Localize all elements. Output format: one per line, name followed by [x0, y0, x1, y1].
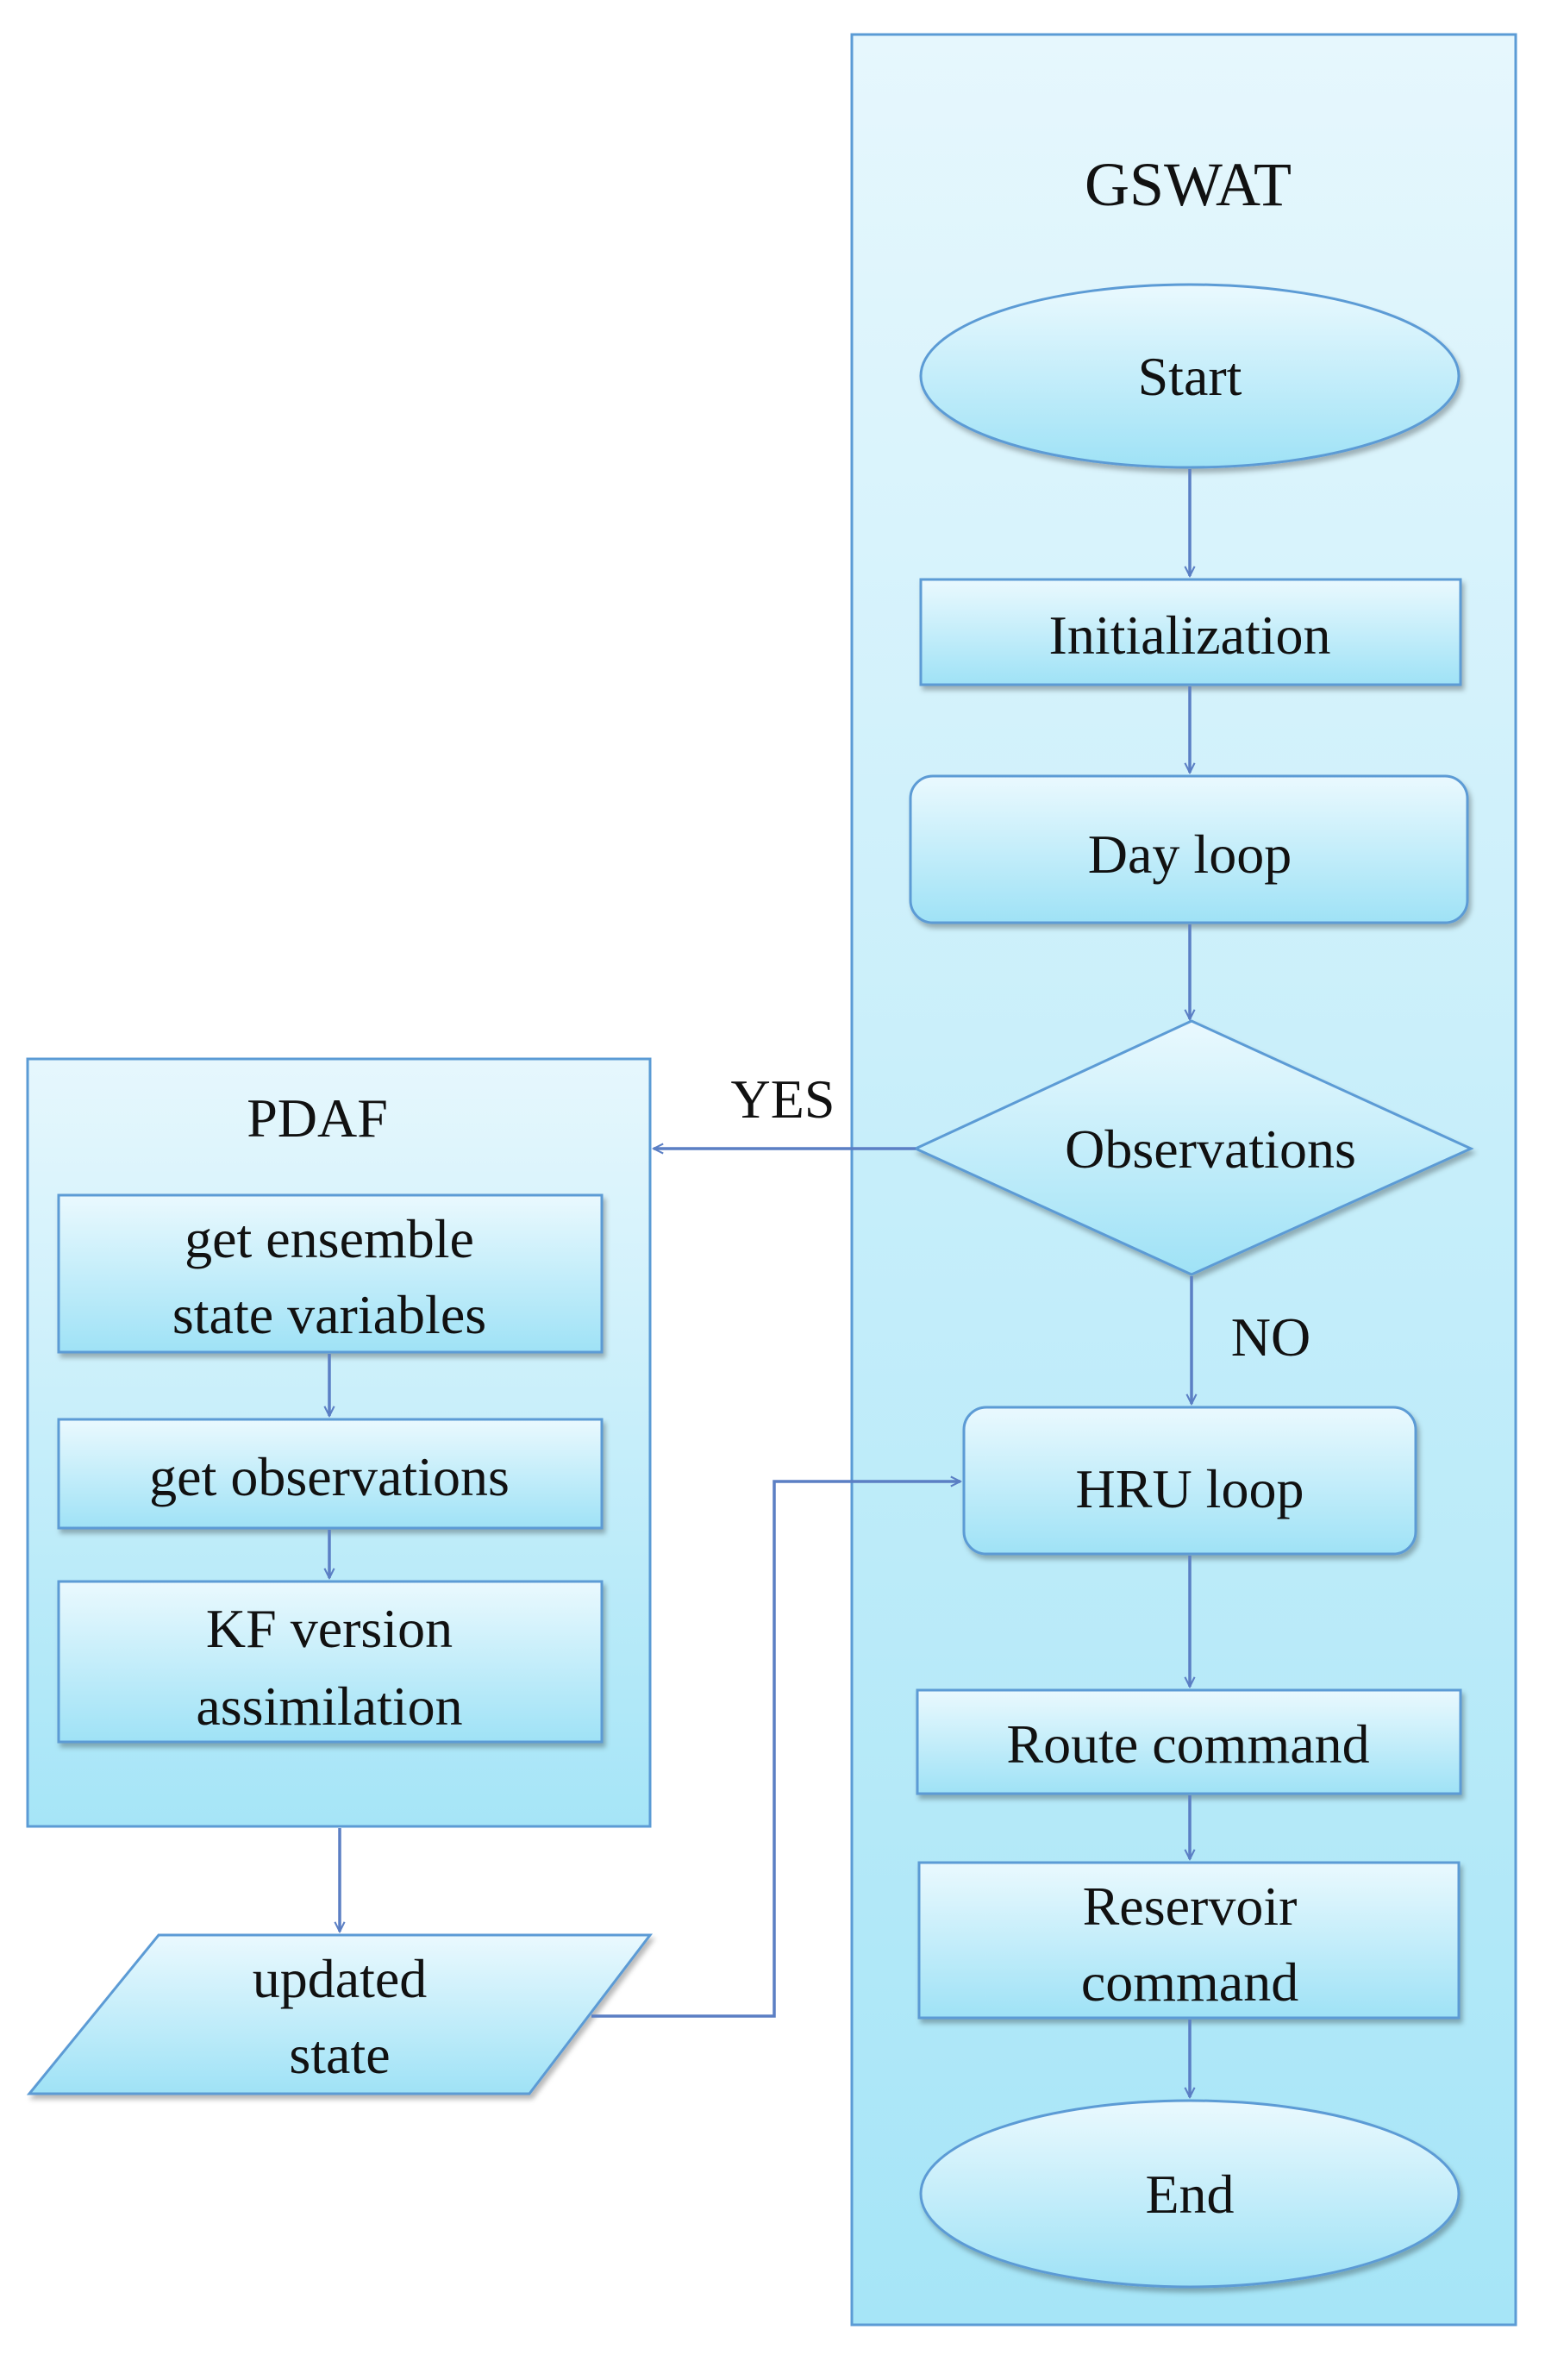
arrow-updated-state-to-hru-loop: [591, 1481, 960, 2018]
route-command-label: Route command: [1006, 1713, 1369, 1775]
initialization-node: [919, 578, 1462, 686]
end-label: End: [1145, 2164, 1234, 2225]
reservoir-command-label-line1: Reservoir: [1083, 1876, 1298, 1937]
updated-state-node: [26, 1933, 654, 2095]
start-node: [919, 283, 1461, 469]
reservoir-command-label-line2: command: [1081, 1951, 1298, 2013]
kf-version-label-line1: KF version: [206, 1598, 453, 1659]
observations-label: Observations: [1065, 1118, 1356, 1180]
day-loop-label: Day loop: [1088, 824, 1292, 885]
end-node: [919, 2099, 1461, 2289]
hru-loop-label: HRU loop: [1076, 1458, 1304, 1519]
updated-state-label-line1: updated: [253, 1948, 428, 2009]
gswat-title: GSWAT: [1085, 150, 1292, 219]
pdaf-title: PDAF: [247, 1087, 388, 1149]
day-loop-node: [909, 774, 1469, 924]
start-label: Start: [1138, 346, 1242, 407]
get-ensemble-node: [57, 1193, 604, 1354]
yes-edge-label: YES: [731, 1068, 835, 1130]
get-observations-node: [57, 1418, 604, 1530]
route-command-node: [916, 1688, 1462, 1795]
initialization-label: Initialization: [1049, 604, 1331, 666]
flow-arrows: [329, 469, 1192, 2097]
updated-state-label-line2: state: [289, 2024, 390, 2085]
get-ensemble-label-line1: get ensemble: [185, 1208, 474, 1269]
get-observations-label: get observations: [149, 1446, 510, 1507]
get-ensemble-label-line2: state variables: [172, 1284, 486, 1345]
no-edge-label: NO: [1231, 1306, 1310, 1368]
kf-version-node: [57, 1580, 604, 1744]
hru-loop-node: [962, 1406, 1417, 1556]
reservoir-command-node: [917, 1861, 1461, 2020]
observations-decision: [912, 1019, 1474, 1276]
kf-version-label-line2: assimilation: [196, 1675, 462, 1737]
